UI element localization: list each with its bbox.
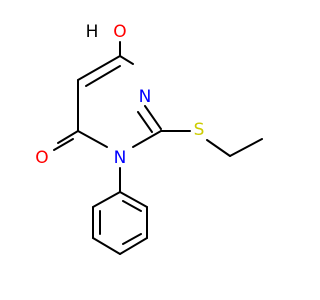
ring-nitrogen-n1-label: N [139,87,152,107]
phenyl-bond-1 [119,191,148,208]
molecule-diagram: H O N N S O [35,22,263,255]
bond-n3-c4 [77,130,108,148]
phenyl-double-1 [122,200,142,212]
hydroxyl-hydrogen-label: H [86,22,99,42]
hydroxyl-oxygen-label: O [113,22,126,42]
carbonyl-oxygen-label: O [35,148,48,168]
bond-c2-n3 [132,130,162,148]
bond-c6-c5-double-outer [77,55,121,81]
bond-c6-n1 [119,55,134,65]
phenyl-bond-3 [119,237,148,255]
ring-nitrogen-n3-label: N [114,148,127,168]
bond-ch2-ch3 [229,138,263,157]
thioether-sulfur-label: S [194,120,205,140]
phenyl-bond-6 [92,191,121,208]
bond-sulfur-ch2 [206,139,231,157]
bond-c6-c5-double-inner [85,65,121,87]
bond-c4-carbonyl-b [53,138,74,151]
bond-n1-c2-double [137,111,153,133]
bond-c4-carbonyl-a [57,130,79,144]
bond-n1-c2 [144,105,162,130]
phenyl-bond-4 [92,237,121,255]
phenyl-double-2 [122,233,142,245]
